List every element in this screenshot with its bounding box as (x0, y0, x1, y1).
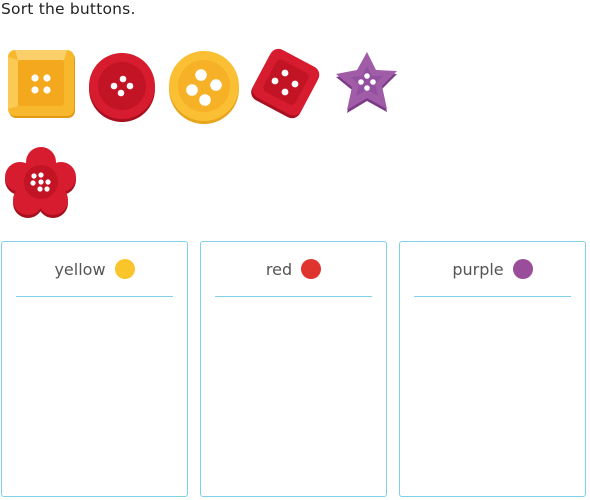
yellow-dot-icon (114, 259, 135, 279)
bin-purple[interactable]: purple (399, 241, 586, 497)
red-diamond-button-icon (251, 48, 320, 119)
red-dot-icon (301, 259, 322, 279)
bin-red-label: red (265, 259, 293, 279)
red-flower-button-icon (5, 147, 76, 218)
purple-star-button[interactable] (330, 46, 406, 122)
bin-red-header: red (215, 242, 372, 297)
purple-star-button-icon (336, 52, 397, 113)
purple-dot-icon (512, 259, 533, 279)
red-round-button[interactable] (84, 48, 160, 124)
red-diamond-button[interactable] (247, 44, 323, 120)
bin-yellow-label: yellow (54, 259, 106, 279)
bin-purple-dropzone[interactable] (400, 298, 585, 496)
bin-red-dropzone[interactable] (201, 298, 386, 496)
red-round-button-icon (89, 53, 155, 122)
instruction-text: Sort the buttons. (1, 0, 136, 18)
red-flower-button[interactable] (3, 144, 79, 220)
yellow-round-button-icon (169, 51, 239, 124)
yellow-round-button[interactable] (166, 48, 242, 124)
bin-red[interactable]: red (200, 241, 387, 497)
bin-yellow[interactable]: yellow (1, 241, 188, 497)
bin-purple-header: purple (414, 242, 571, 297)
bin-yellow-header: yellow (16, 242, 173, 297)
yellow-square-button-icon (8, 50, 75, 118)
bin-purple-label: purple (452, 259, 504, 279)
bin-yellow-dropzone[interactable] (2, 298, 187, 496)
yellow-square-button[interactable] (4, 46, 80, 122)
